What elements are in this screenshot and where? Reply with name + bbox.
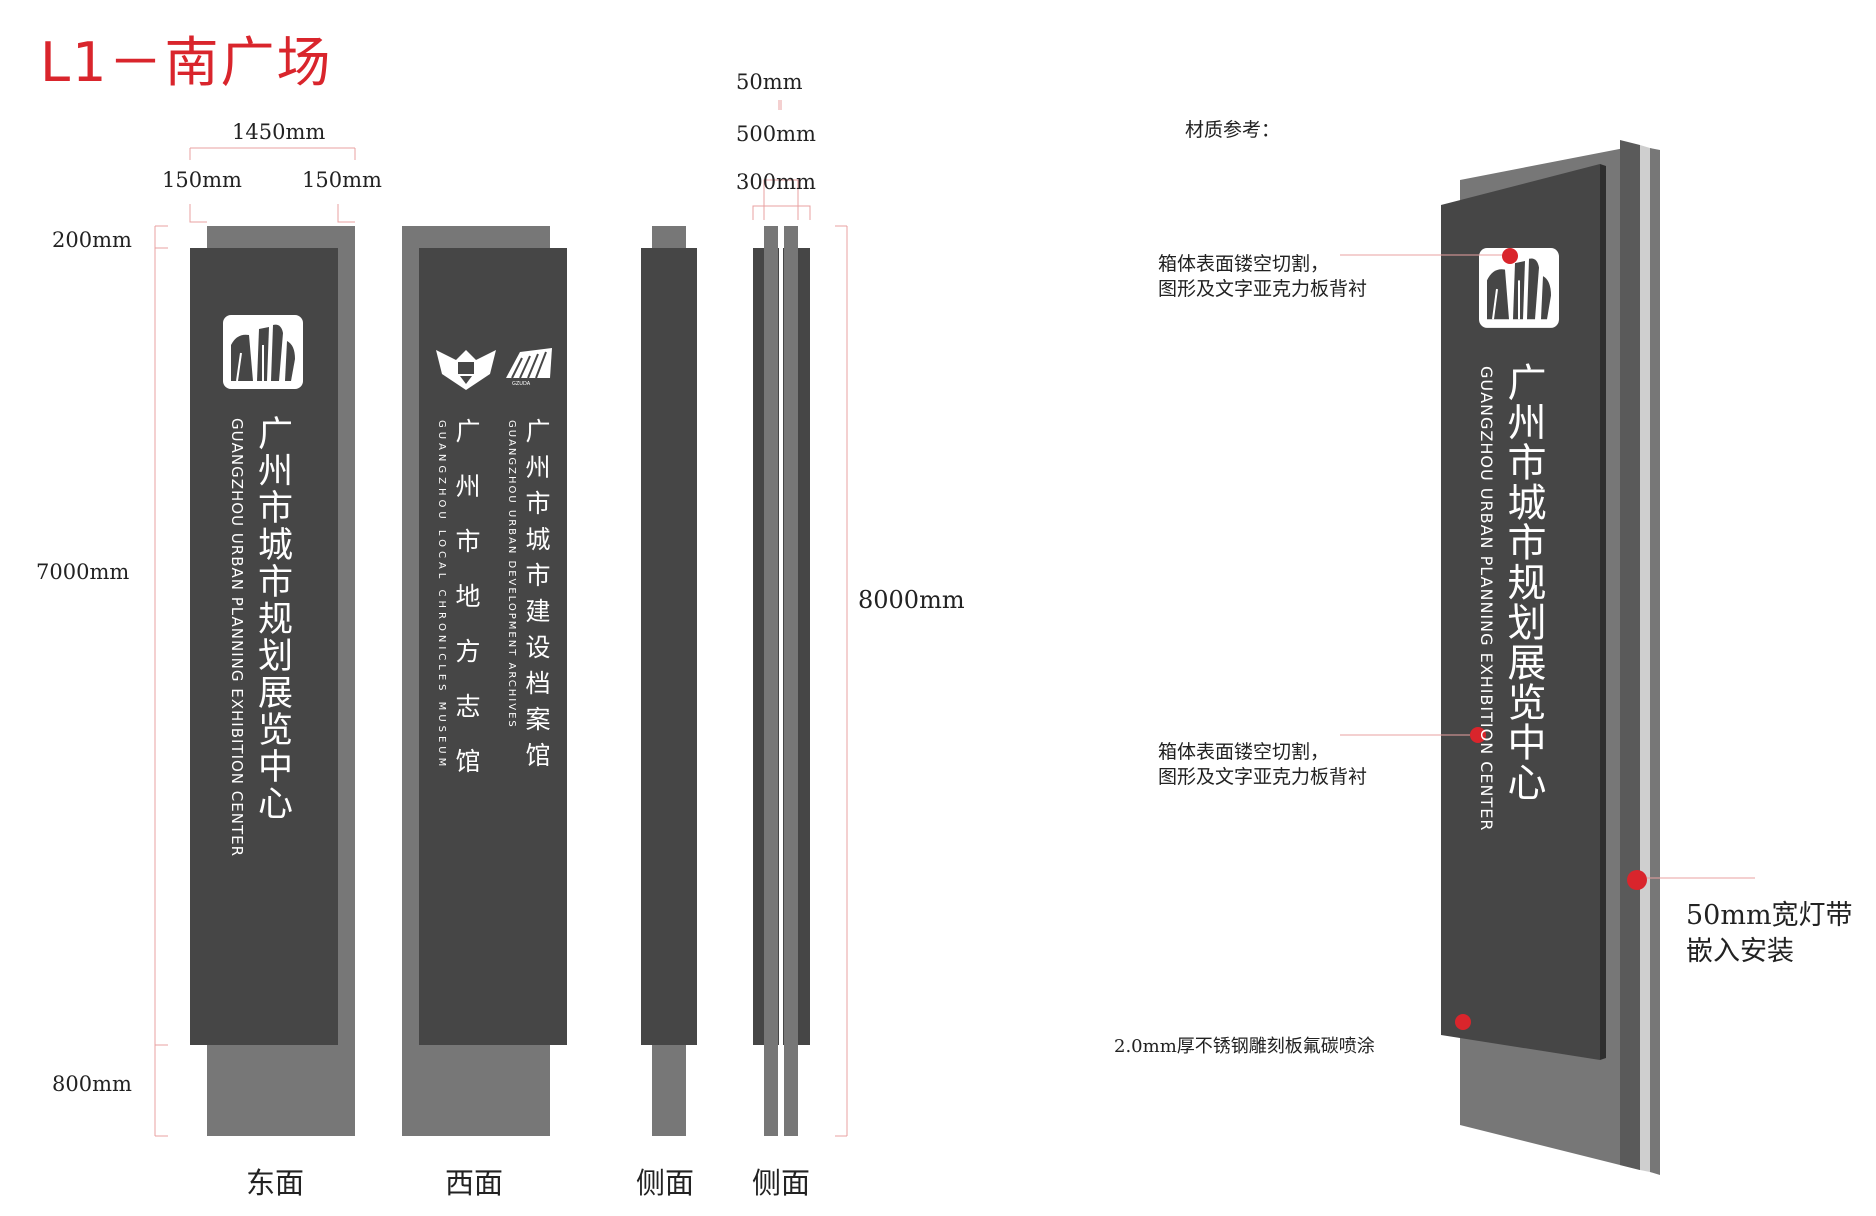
- dim-margin-right: 150mm: [302, 168, 382, 192]
- side2-strip-right: [784, 226, 798, 1136]
- view-label-side-1: 侧面: [636, 1166, 695, 1200]
- material-note-1: 箱体表面镂空切割， 图形及文字亚克力板背衬: [1158, 252, 1367, 302]
- east-elevation: [190, 226, 355, 1136]
- dim-margin-left: 150mm: [162, 168, 242, 192]
- side-view-1: [641, 226, 697, 1136]
- dim-width-total: 1450mm: [232, 120, 326, 144]
- east-name-en: GUANGZHOU URBAN PLANNING EXHIBITION CENT…: [228, 418, 246, 858]
- dim-side-gap: 50mm: [736, 70, 803, 94]
- material-note-1-line2: 图形及文字亚克力板背衬: [1158, 278, 1368, 300]
- west-name-cn-1: 广州市地方志馆: [452, 418, 481, 803]
- view-label-east: 东面: [246, 1166, 305, 1200]
- perspective-view: [1441, 140, 1660, 1175]
- persp-front-panel: [1441, 164, 1600, 1060]
- west-name-cn-2: 广州市城市建设档案馆: [522, 418, 551, 778]
- side2-gap: [779, 226, 783, 1136]
- chronicles-logo-icon: [436, 350, 496, 390]
- material-note-2-line1: 箱体表面镂空切割，: [1158, 741, 1330, 763]
- page-title: L1－南广场: [40, 31, 333, 94]
- dimension-lines: [154, 100, 848, 1137]
- west-name-en-2: GUANGZHOU URBAN DEVELOPMENT ARCHIVES: [506, 420, 517, 729]
- callout-dot-icon: [1455, 248, 1647, 1030]
- callout-leaders: [1340, 254, 1755, 879]
- side1-panel: [641, 248, 697, 1045]
- material-note-2-line2: 图形及文字亚克力板背衬: [1158, 766, 1368, 788]
- material-note-4: 2.0mm厚不锈钢雕刻板氟碳喷涂: [1114, 1036, 1375, 1057]
- material-note-2: 箱体表面镂空切割， 图形及文字亚克力板背衬: [1158, 740, 1367, 790]
- archives-logo-label: GZUDA: [512, 381, 531, 387]
- dim-top: 200mm: [52, 228, 132, 252]
- west-elevation: [402, 226, 567, 1136]
- perspective-name-cn: 广州市城市规划展览中心: [1501, 362, 1546, 802]
- city-logo-icon-perspective: [1477, 246, 1561, 330]
- dim-body: 7000mm: [36, 560, 130, 584]
- west-name-en-1: GUANGZHOU LOCAL CHRONICLES MUSEUM: [436, 420, 447, 771]
- dim-side-inner: 300mm: [736, 170, 816, 194]
- material-note-3-line1: 50mm宽灯带: [1686, 900, 1853, 931]
- east-name-cn: 广州市城市规划展览中心: [252, 415, 292, 822]
- material-note-1-line1: 箱体表面镂空切割，: [1158, 253, 1330, 275]
- dim-side-depth: 500mm: [736, 122, 816, 146]
- archives-logo-icon: [506, 348, 552, 379]
- perspective-name-en: GUANGZHOU URBAN PLANNING EXHIBITION CENT…: [1477, 366, 1496, 832]
- materials-heading: 材质参考：: [1185, 119, 1281, 141]
- west-front-panel: [419, 248, 567, 1045]
- side2-strip-left: [764, 226, 778, 1136]
- city-logo-icon: [222, 314, 304, 390]
- view-label-side-2: 侧面: [752, 1166, 811, 1200]
- view-label-west: 西面: [445, 1166, 504, 1200]
- dim-overall: 8000mm: [858, 586, 965, 614]
- material-note-3-line2: 嵌入安装: [1686, 936, 1794, 967]
- dim-base: 800mm: [52, 1072, 132, 1096]
- material-note-3: 50mm宽灯带 嵌入安装: [1686, 898, 1853, 970]
- side-view-2: [753, 226, 810, 1136]
